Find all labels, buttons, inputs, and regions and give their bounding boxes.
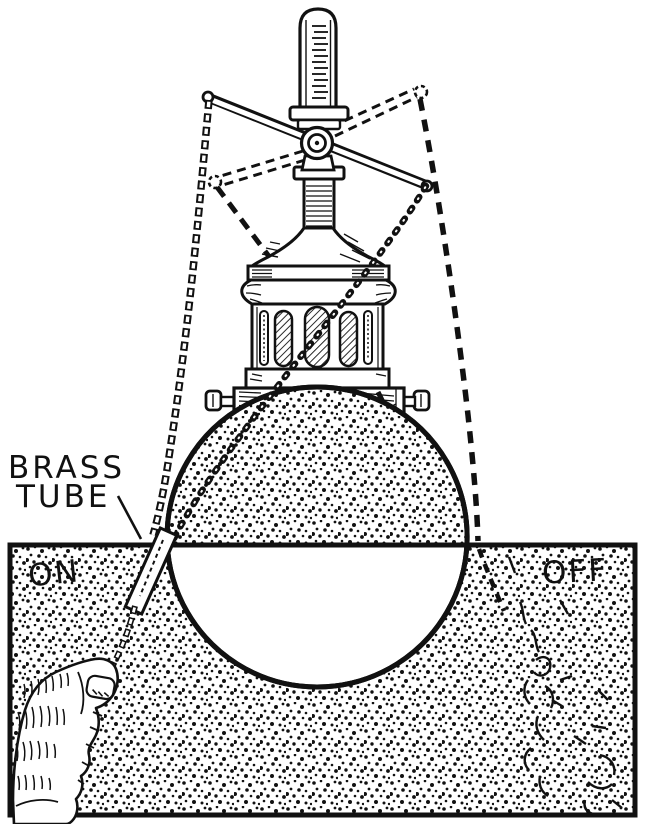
bell-cap [247,226,390,269]
pipe-top [298,7,338,110]
ghost-lever-tip-right [413,84,429,100]
lower-stem-hatch [306,185,332,227]
thumb-nail [85,674,116,701]
slack-chain-draped [167,182,430,550]
slot-oval-2 [338,310,359,368]
ghost-lever-tip-left [207,174,223,190]
label-off: OFF [541,552,609,591]
leader-line [116,495,143,540]
hand-pulling-chain [11,657,119,824]
labels: BRASS TUBE ON OFF [8,450,609,595]
ghost-chain-off [417,98,481,542]
pull-chain-on [149,99,213,537]
pipe-threading [312,25,328,99]
label-on: ON [26,553,81,594]
brass-tube [123,526,179,616]
finger-hatching [15,672,70,791]
label-tube: TUBE [15,479,110,515]
bell-cap-hatch [261,233,371,263]
ceiling-panel [7,384,638,818]
slot-oval-1 [273,309,294,368]
label-brass: BRASS [8,450,125,486]
gas-pipe-stem [288,7,350,231]
lever-pivot [299,125,336,172]
ghost-hand-off [476,548,623,816]
upper-collar [288,105,350,122]
knuckle-ticks [77,711,103,785]
cushion-molding [240,278,397,306]
